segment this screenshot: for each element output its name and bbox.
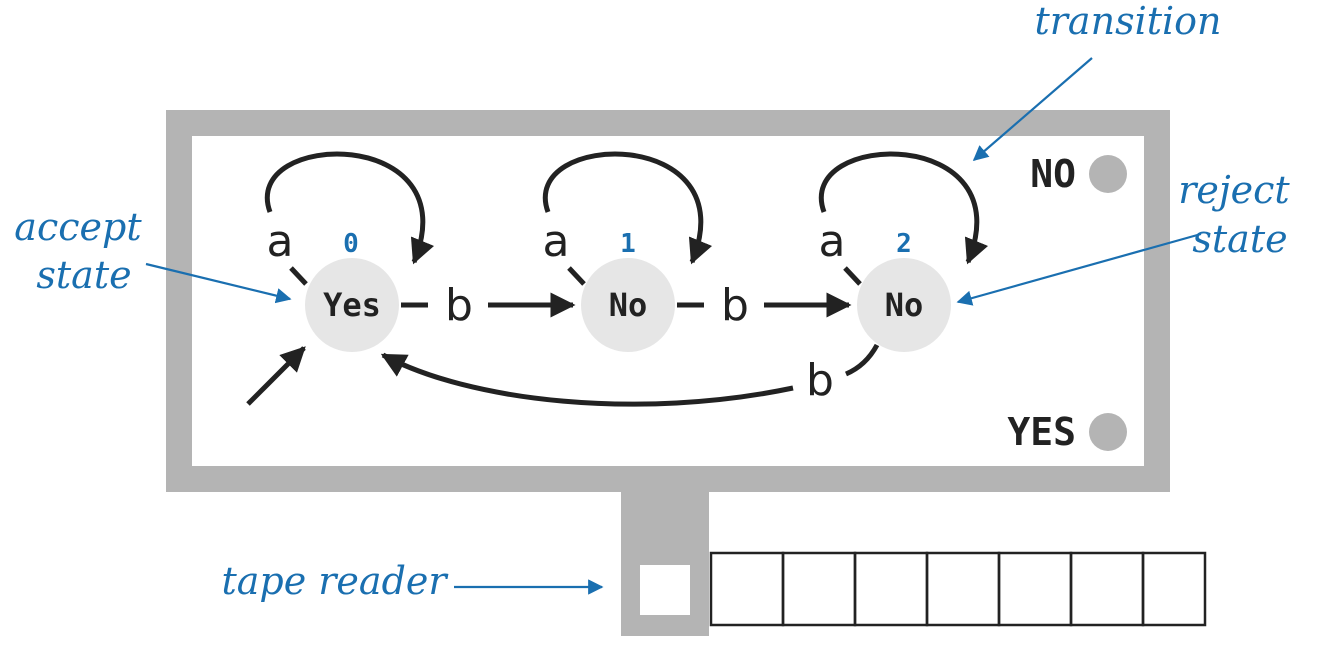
tape-cell: [709, 551, 785, 627]
state-0-circle: [305, 258, 399, 352]
yes-indicator-light: [1089, 413, 1127, 451]
no-indicator-light: [1089, 155, 1127, 193]
transition-symbol: b: [806, 355, 834, 406]
transition-2-0: [380, 352, 794, 407]
self-loop-0-stub: [289, 266, 308, 286]
transition-symbol: a: [543, 216, 570, 267]
accept-state-callout: accept state: [14, 205, 153, 297]
transition-callout: transition: [1035, 0, 1222, 43]
accept-state-pointer: [145, 262, 292, 304]
machine-frame: [166, 110, 1170, 492]
state-0-label: Yes: [323, 286, 381, 324]
accept-state-callout-line1: accept: [14, 205, 142, 249]
transition-pointer: [972, 57, 1093, 162]
transition-symbol: b: [721, 280, 749, 331]
self-loop-1-stub: [567, 266, 586, 286]
self-loop-1: [542, 151, 713, 265]
transition-symbol: a: [267, 216, 294, 267]
transition-2-0-stub: [844, 343, 880, 377]
tape-cell: [1141, 551, 1207, 627]
no-indicator-label: NO: [1030, 152, 1076, 196]
state-1-index: 1: [620, 229, 636, 259]
tape-cell: [853, 551, 929, 627]
reject-state-callout: reject state: [1178, 168, 1302, 261]
state-1-label: No: [609, 286, 648, 324]
tape-reader-callout: tape reader: [221, 559, 449, 603]
accept-state-callout-line2: state: [36, 253, 131, 297]
tape-cell: [1069, 551, 1145, 627]
transition-symbol: a: [819, 216, 846, 267]
reject-state-callout-line1: reject: [1178, 168, 1290, 212]
state-2-index: 2: [896, 229, 912, 259]
yes-indicator-label: YES: [1007, 410, 1076, 454]
self-loop-2: [818, 151, 989, 265]
tape: [709, 551, 1207, 627]
state-0-index: 0: [343, 229, 359, 259]
reject-state-pointer: [956, 232, 1202, 306]
reject-state-callout-line2: state: [1192, 217, 1287, 261]
state-2-label: No: [885, 286, 924, 324]
self-loop-0: [264, 151, 435, 265]
tape-cell: [781, 551, 857, 627]
start-arrow: [246, 346, 306, 406]
state-1-circle: [581, 258, 675, 352]
tape-cell: [997, 551, 1073, 627]
transition-symbol: b: [445, 280, 473, 331]
tape-reader-window: [640, 565, 690, 615]
tape-cell: [925, 551, 1001, 627]
self-loop-2-stub: [843, 266, 862, 286]
state-2-circle: [857, 258, 951, 352]
